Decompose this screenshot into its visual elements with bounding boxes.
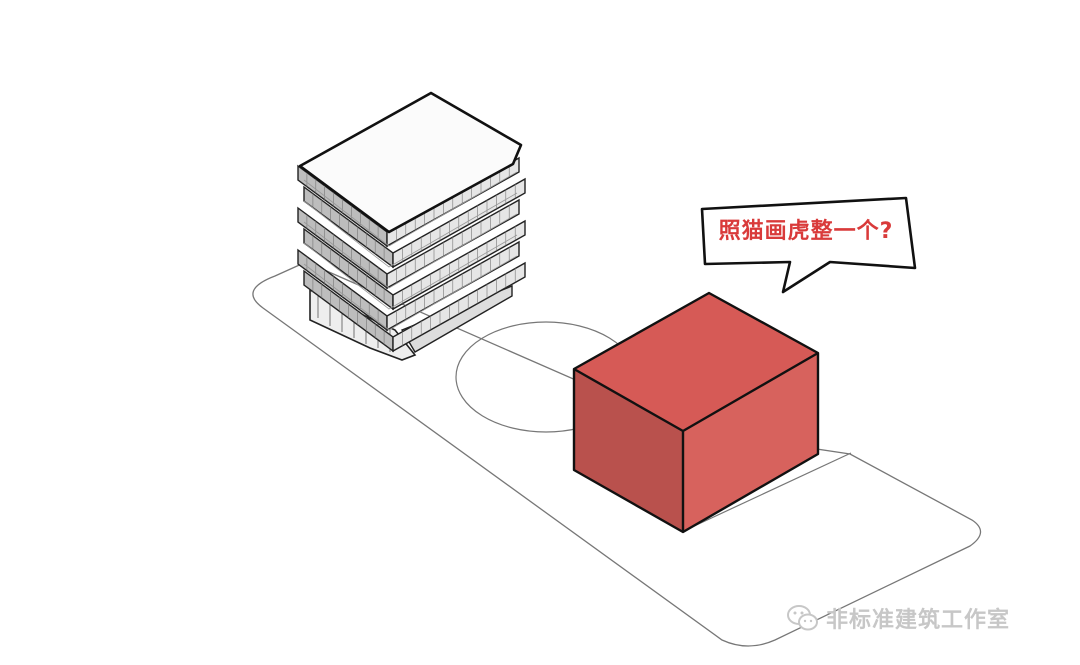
- watermark: 非标准建筑工作室: [786, 603, 1010, 633]
- red-block: [572, 291, 820, 534]
- site-divider-line: [689, 452, 852, 529]
- speech-bubble: [700, 196, 917, 294]
- speech-bubble-text: 照猫画虎整一个?: [718, 219, 894, 244]
- watermark-text: 非标准建筑工作室: [826, 608, 1011, 633]
- floor-slab: [297, 240, 520, 332]
- floor-slab: [303, 219, 526, 311]
- red-block-outline: [572, 291, 820, 534]
- floor-slab: [297, 198, 520, 290]
- floor-slab: [303, 261, 526, 353]
- podium-right: [400, 284, 513, 353]
- building-roof: [298, 91, 523, 234]
- existing-building: [297, 91, 526, 361]
- red-block-top-face: [574, 293, 818, 431]
- site-plate: [252, 261, 982, 647]
- floor-slab: [303, 177, 526, 269]
- red-block-right-face: [683, 353, 818, 532]
- wechat-icon: [787, 605, 818, 631]
- red-block-left-face: [574, 369, 683, 532]
- building-floors: [297, 156, 526, 353]
